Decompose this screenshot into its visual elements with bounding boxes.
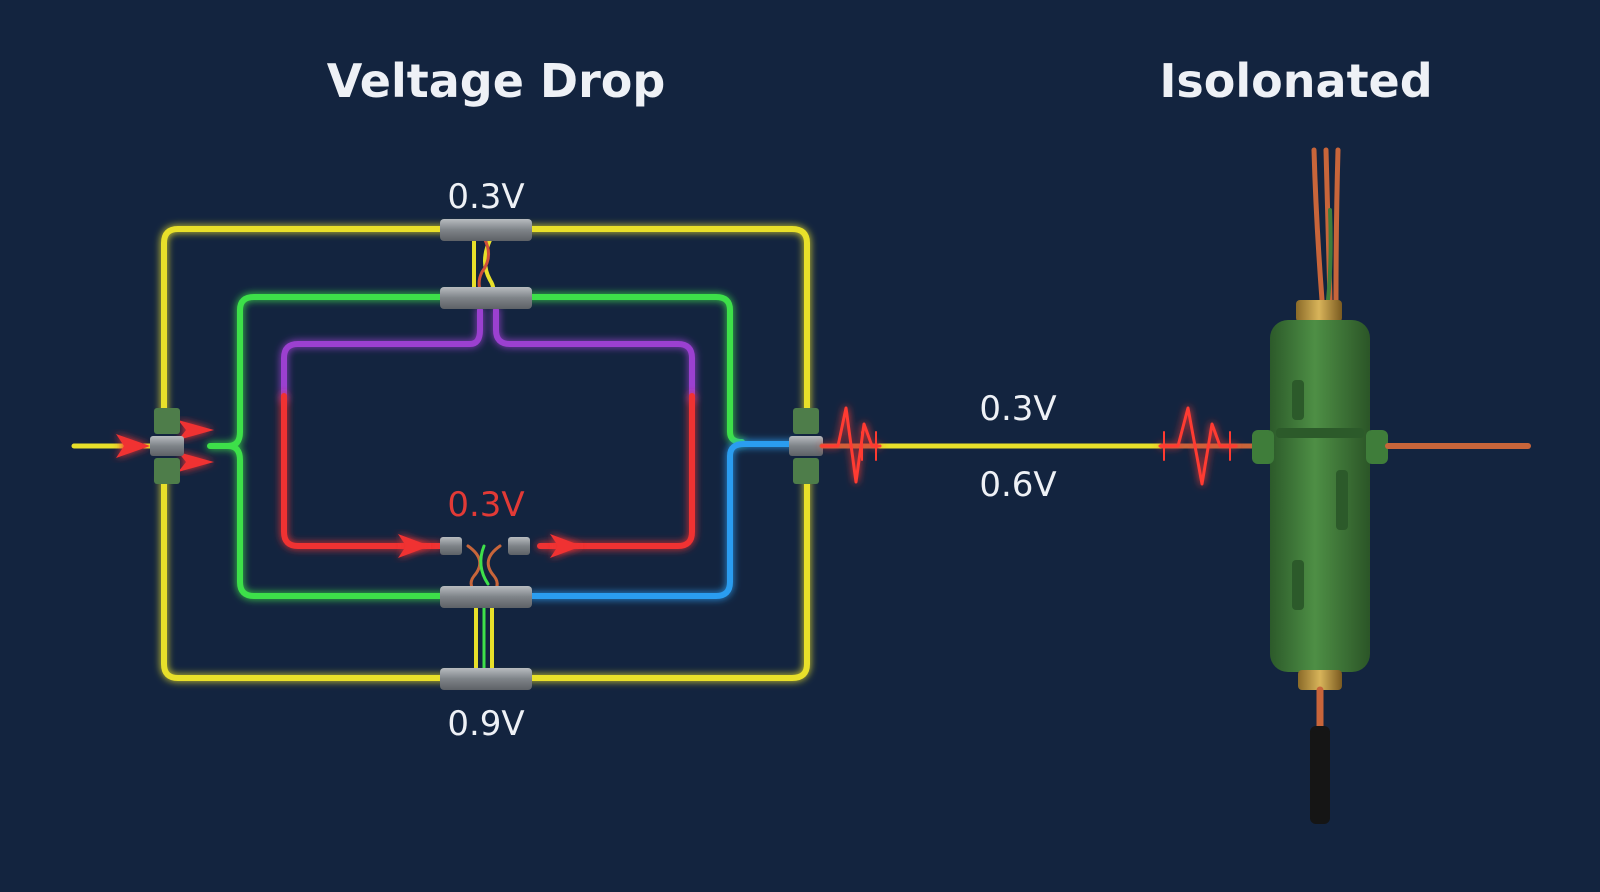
insulator-cap-top [1296, 300, 1342, 322]
insulator-slot-2 [1336, 470, 1348, 530]
title-voltage-drop: Veltage Drop [327, 54, 666, 108]
red-arrow-left [398, 534, 430, 558]
right-junction-bottom [793, 458, 819, 484]
input-arrow-lower [178, 452, 214, 472]
label-top-voltage: 0.3V [447, 177, 524, 217]
connector-top-outer [440, 219, 532, 241]
middle-twist-green [479, 544, 490, 586]
insulator-slot-3 [1292, 560, 1304, 610]
insulator-cap-bottom [1298, 670, 1342, 690]
insulator-top-wire-green [1326, 208, 1333, 302]
purple-loop [281, 307, 695, 403]
spark-right-icon [1158, 406, 1238, 486]
spark-right-ticks [1163, 431, 1231, 461]
input-arrow [116, 434, 150, 458]
connector-top-inner [440, 287, 532, 309]
connector-bottom-outer [440, 668, 532, 690]
insulator-bottom-cable [1310, 726, 1330, 824]
insulator-knob-right [1366, 430, 1388, 464]
right-junction-clamp [789, 436, 823, 456]
title-isolated: Isolonated [1159, 54, 1432, 108]
label-bottom-voltage: 0.9V [447, 704, 524, 744]
red-loop [281, 393, 695, 549]
left-junction-clamp [150, 436, 184, 456]
connector-middle-left [440, 537, 462, 555]
insulator-top-wire [1311, 147, 1341, 303]
input-arrow-upper [178, 420, 214, 440]
insulator-slot-1 [1292, 380, 1304, 420]
label-middle-voltage: 0.3V [447, 485, 524, 525]
left-junction-bottom [154, 458, 180, 484]
insulator-knob-left [1252, 430, 1274, 464]
blue-loop-segment [527, 441, 799, 599]
left-junction-top [154, 408, 180, 434]
connector-middle-right [508, 537, 530, 555]
label-line-upper-voltage: 0.3V [979, 389, 1056, 429]
spark-left-icon [820, 406, 882, 484]
spark-left-ticks [861, 431, 877, 461]
bottom-vertical-link [474, 604, 494, 670]
label-line-lower-voltage: 0.6V [979, 465, 1056, 505]
green-loop [207, 294, 745, 599]
connector-bottom-inner [440, 586, 532, 608]
red-arrow-right [550, 534, 582, 558]
insulator-band-top [1276, 428, 1364, 438]
insulator-body [1270, 320, 1370, 672]
insulator-component [1252, 147, 1388, 824]
right-junction-top [793, 408, 819, 434]
